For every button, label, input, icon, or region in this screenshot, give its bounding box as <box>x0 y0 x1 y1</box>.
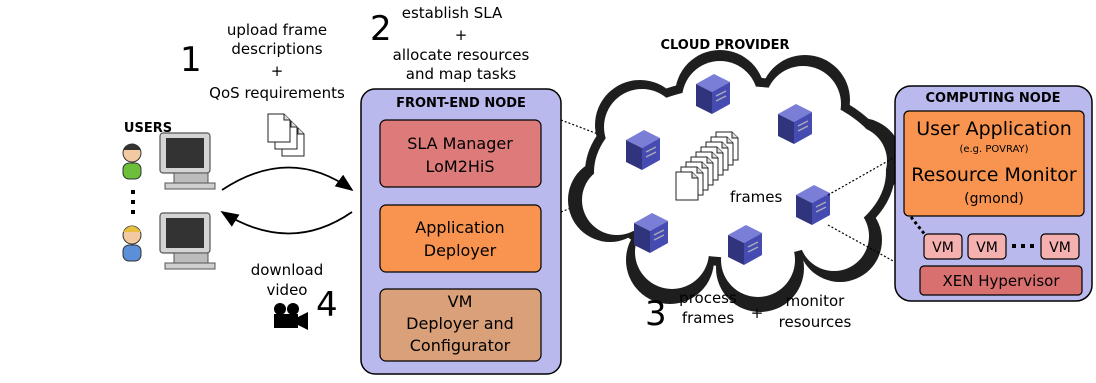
download-arrow <box>220 211 353 235</box>
step-2-group: 2 establish SLA + allocate resources and… <box>370 4 530 83</box>
hypervisor-label: XEN Hypervisor <box>942 272 1060 290</box>
vm-box-2 <box>967 233 1007 260</box>
sla-manager-line-2: LoM2HiS <box>425 157 494 176</box>
vm-deployer-line-3: Configurator <box>410 336 511 355</box>
front-end-node: FRONT-END NODE SLA Manager LoM2HiS Appli… <box>360 88 562 375</box>
hypervisor-box <box>919 265 1083 296</box>
vm-label-2: VM <box>976 240 998 256</box>
step-3-plus: + <box>751 304 764 322</box>
ellipsis-dots <box>131 190 135 214</box>
step-2-number: 2 <box>370 9 392 49</box>
vm-deployer-line-2: Deployer and <box>406 314 514 333</box>
step-3-process-1: process <box>679 289 737 307</box>
step-4-line-2: video <box>267 281 308 299</box>
user-1-icon <box>122 143 142 180</box>
step-1-line-1: upload frame <box>227 21 327 39</box>
app-deployer-line-1: Application <box>415 218 504 237</box>
sla-manager-line-1: SLA Manager <box>407 134 513 153</box>
step-2-line-4: and map tasks <box>406 65 517 83</box>
vm-ellipsis <box>1012 244 1034 248</box>
monitor-1-icon <box>159 132 216 190</box>
sla-manager-box <box>379 119 542 188</box>
user-2-icon <box>122 225 142 262</box>
step-2-line-2: + <box>455 26 468 44</box>
user-app-box <box>903 110 1085 217</box>
step-4-number: 4 <box>316 285 338 325</box>
vm-deployer-box <box>379 288 542 362</box>
step-2-line-1: establish SLA <box>402 4 503 22</box>
application-deployer-box <box>379 204 542 273</box>
vm-box-1 <box>923 233 963 260</box>
users-title: USERS <box>124 121 172 136</box>
vm-deployer-line-1: VM <box>448 292 473 311</box>
step-1-line-4: QoS requirements <box>209 84 345 102</box>
link-line-cn-lower <box>827 224 896 263</box>
app-deployer-line-2: Deployer <box>424 241 497 260</box>
step-2-line-3: allocate resources <box>393 46 530 64</box>
step-4-group: download video 4 <box>251 261 338 325</box>
step-3-process-2: frames <box>682 309 734 327</box>
resource-monitor-sub: (gmond) <box>964 191 1024 207</box>
link-line-cn-upper <box>827 156 896 196</box>
step-4-line-1: download <box>251 261 324 279</box>
upload-arrow <box>221 166 354 192</box>
vm-label-1: VM <box>932 240 954 256</box>
resource-monitor-label: Resource Monitor <box>911 164 1077 186</box>
user-app-example: (e.g. POVRAY) <box>959 144 1028 155</box>
step-3-monitor-2: resources <box>779 313 852 331</box>
user-app-label: User Application <box>916 118 1072 140</box>
computing-node: COMPUTING NODE User Application (e.g. PO… <box>894 85 1093 302</box>
computing-node-title: COMPUTING NODE <box>926 91 1061 106</box>
video-camera-icon <box>274 303 308 330</box>
step-3-group: 3 process frames + monitor resources <box>645 289 852 334</box>
vm-label-3: VM <box>1049 240 1071 256</box>
cloud-shape <box>568 50 902 312</box>
frames-label: frames <box>730 188 782 206</box>
vm-link-line <box>909 216 928 237</box>
monitor-2-icon <box>159 212 216 270</box>
vm-box-3 <box>1040 233 1080 260</box>
frame-descriptions-icon <box>267 113 305 157</box>
step-3-monitor-1: monitor <box>786 292 846 310</box>
front-end-title: FRONT-END NODE <box>396 96 526 111</box>
step-1-line-3: + <box>271 62 284 80</box>
step-1-group: 1 upload frame descriptions + QoS requir… <box>180 21 345 102</box>
cloud-title: CLOUD PROVIDER <box>660 38 789 53</box>
step-3-number: 3 <box>645 294 667 334</box>
step-1-number: 1 <box>180 40 202 80</box>
step-1-line-2: descriptions <box>231 40 322 58</box>
